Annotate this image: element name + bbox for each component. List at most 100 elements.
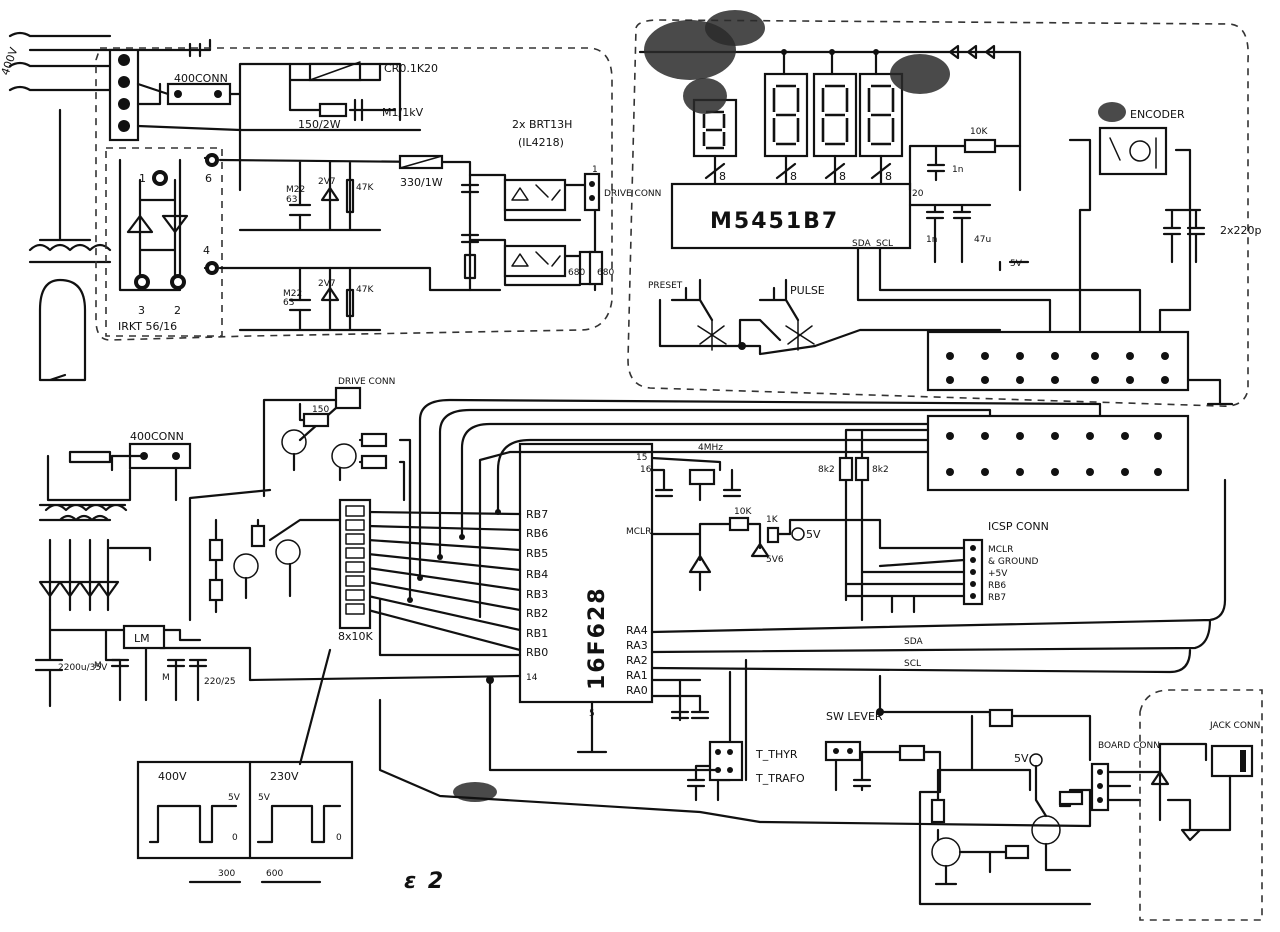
power-board-outline — [95, 47, 613, 341]
psu-main-cap-label: 2200u/35V — [58, 663, 108, 673]
pin-rb0: RB0 — [526, 646, 548, 659]
opto-r1-label: 680 — [568, 268, 585, 278]
resistor-network-label: 8x10K — [338, 630, 374, 643]
thy-pin-2: 2 — [174, 304, 181, 317]
thy-pin-4: 4 — [203, 244, 210, 257]
pin-rb2: RB2 — [526, 607, 548, 620]
icsp-title: ICSP CONN — [988, 520, 1049, 533]
signature: ɛ 2 — [404, 869, 445, 894]
drive-transistors: DRIVE CONN 150 — [188, 377, 412, 622]
display-scl-pin: SCL — [876, 239, 893, 249]
gate-r2-label: 47K — [356, 285, 374, 295]
mains-voltage-label: 400V — [0, 45, 21, 77]
pic16f628-ic — [518, 442, 654, 704]
pin-ra0: RA0 — [626, 684, 648, 697]
temperature-connector — [708, 740, 744, 782]
display-c1-label: 1n — [952, 165, 963, 175]
display-bus2-width: 8 — [790, 170, 797, 183]
mclr-5v-label: 5V — [806, 528, 821, 541]
pin-rb6: RB6 — [526, 527, 548, 540]
psu-c4-label: 220/25 — [204, 677, 236, 687]
gate-series-resistor-label: 330/1W — [400, 176, 443, 189]
top-drive-connector — [583, 172, 601, 212]
mid-drive-conn-label: DRIVE CONN — [338, 377, 395, 387]
thy-pin-1: 1 — [139, 172, 146, 185]
mcu-board-connector — [926, 414, 1190, 492]
icsp-pin-mclr: MCLR — [988, 545, 1013, 555]
gate-c2-value: 63 — [283, 298, 294, 308]
pin-rb5: RB5 — [526, 547, 548, 560]
icsp-pin-ground: & GROUND — [988, 557, 1039, 567]
regulator-label: LM — [134, 632, 150, 645]
timing-230v-label: 230V — [270, 770, 299, 783]
pulse-button-label: PULSE — [790, 284, 825, 297]
gate-r1-label: 47K — [356, 183, 374, 193]
switch-lever-label: SW LEVER — [826, 710, 883, 723]
display-driver-label: M5451B7 — [710, 209, 839, 234]
drive-resistor-label: 150 — [312, 405, 329, 415]
pin-mclr: MCLR — [626, 527, 651, 537]
scl-bus-label: SCL — [904, 659, 921, 669]
timing-diagram: 400V 230V 5V 0 5V 0 300 600 — [136, 648, 354, 884]
bottom-right-section: SW LEVER 5V BOARD CONN JACK CONN — [824, 674, 1263, 921]
voltage-regulator — [122, 624, 166, 650]
pin-ra3: RA3 — [626, 639, 648, 652]
mclr-r2-label: 1K — [766, 515, 779, 525]
timing-low-level-1: 0 — [232, 833, 238, 843]
jack-connector-label: JACK CONN — [1209, 721, 1260, 731]
mcu-label: 16F628 — [585, 586, 610, 690]
opto-pair-label: 2x BRT13H — [512, 118, 572, 131]
display-c3-label: 47u — [974, 235, 991, 245]
top-drive-pin-label: 1 — [592, 165, 598, 175]
display-bus3-width: 8 — [839, 170, 846, 183]
display-10k-label: 10K — [970, 127, 988, 137]
gate-c1-label: M22 — [286, 185, 305, 195]
encoder — [1098, 126, 1168, 176]
mains-connector-label: 400CONN — [174, 72, 228, 85]
pin-16: 16 — [640, 465, 652, 475]
resistor-network — [338, 498, 372, 630]
thy-pin-6: 6 — [205, 172, 212, 185]
display-bus1-width: 8 — [719, 170, 726, 183]
mclr-zener-label: 5V6 — [766, 555, 784, 565]
switch-lever-connector — [824, 740, 862, 762]
preset-button-label: PRESET — [648, 281, 683, 291]
thyristor-module-label: IRKT 56/16 — [118, 320, 177, 333]
timing-high-level-2: 5V — [258, 793, 271, 803]
board-connector-label: BOARD CONN — [1098, 741, 1160, 751]
snubber-capacitor-label: M1/1kV — [382, 106, 424, 119]
pin-15: 15 — [636, 453, 647, 463]
snubber-varistor-label: CR0.1K20 — [384, 62, 438, 75]
jack-board-outline — [1139, 689, 1263, 921]
crystal — [688, 468, 716, 486]
opto-pair-alt-label: (IL4218) — [518, 136, 564, 149]
display-sda-pin: SDA — [852, 239, 871, 249]
pin-ra1: RA1 — [626, 669, 648, 682]
gate-c2-label: M22 — [283, 289, 302, 299]
gate-zener2-label: 2V7 — [318, 279, 336, 289]
mains-input: 400V 400CONN CR0.1K20 150/2W M1/1kV — [0, 31, 438, 382]
thyristor-module-outline — [105, 147, 223, 337]
timing-400v-label: 400V — [158, 770, 187, 783]
pin-ra2: RA2 — [626, 654, 648, 667]
psu-c3-label: M — [162, 673, 170, 683]
pullup-1-label: 8k2 — [818, 465, 835, 475]
pin-ra4: RA4 — [626, 624, 648, 637]
temp-transformer-label: T_TRAFO — [755, 772, 805, 785]
display-driver-ic — [670, 182, 912, 250]
display-board: 8 8 8 8 M5451B7 20 SDA SCL 10K 1n 1n 47u… — [638, 44, 1262, 406]
pin-rb4: RB4 — [526, 568, 548, 581]
psu-c2-label: M — [94, 661, 102, 671]
pullup-2-label: 8k2 — [872, 465, 889, 475]
power-supply: 400CONN LM 2200u/35V M M 220/25 — [34, 430, 522, 708]
display-bus4-width: 8 — [885, 170, 892, 183]
gate-zener1-label: 2V7 — [318, 177, 336, 187]
encoder-label: ENCODER — [1130, 108, 1185, 121]
display-5v-label: 5V — [1010, 259, 1023, 269]
pin-rb1: RB1 — [526, 627, 548, 640]
mcu-section: 16F628 RB7 RB6 RB5 RB4 RB3 RB2 RB1 RB0 R… — [338, 398, 1227, 828]
timing-low-level-2: 0 — [336, 833, 342, 843]
icsp-pin-rb6: RB6 — [988, 581, 1006, 591]
